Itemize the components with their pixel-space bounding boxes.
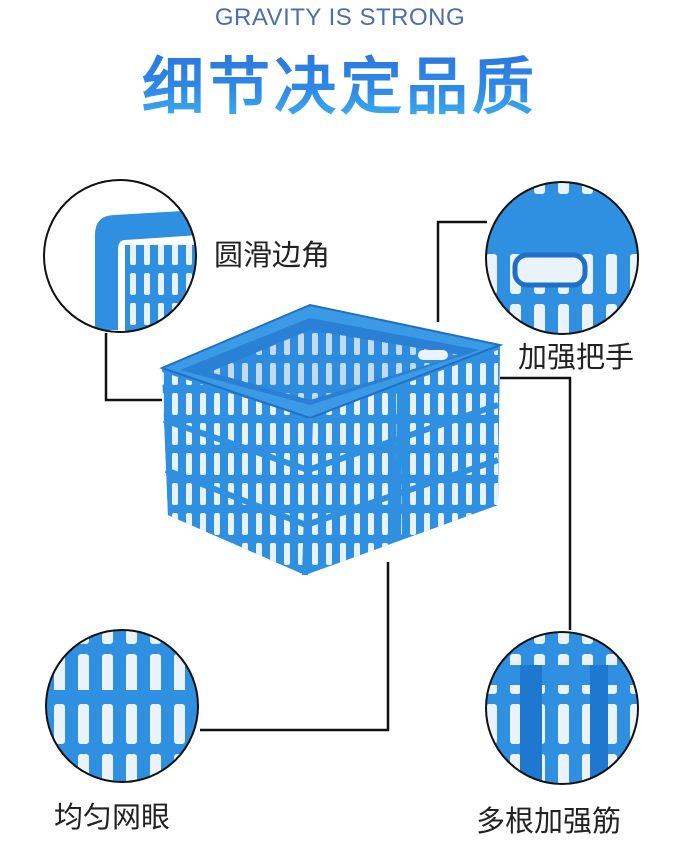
connector-lines [104, 220, 572, 732]
label-multiple-ribs: 多根加强筋 [476, 804, 622, 838]
label-rounded-corner: 圆滑边角 [214, 238, 331, 272]
detail-circle-rounded-corner [43, 179, 197, 333]
subtitle: GRAVITY IS STRONG [214, 4, 466, 31]
label-reinforced-handle: 加强把手 [518, 340, 635, 374]
detail-circle-handle [485, 181, 639, 335]
crate-image [159, 303, 504, 576]
detail-circle-mesh [45, 629, 199, 783]
label-uniform-mesh: 均匀网眼 [54, 800, 171, 834]
page-title: 细节决定品质 [0, 36, 680, 126]
detail-circle-ribs [485, 631, 639, 785]
